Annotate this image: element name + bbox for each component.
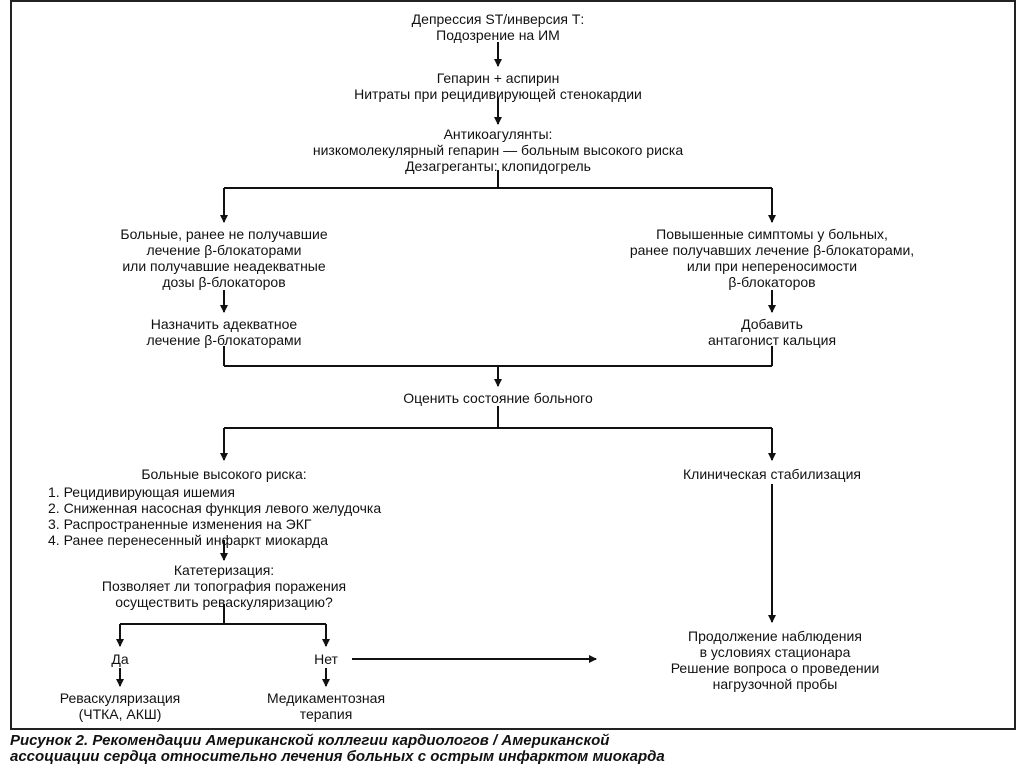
node-heparin-aspirin: Гепарин + аспирин Нитраты при рецидивиру… (354, 70, 642, 102)
list-item: 3. Распространенные изменения на ЭКГ (48, 516, 312, 532)
list-item: 2. Сниженная насосная функция левого жел… (48, 500, 382, 516)
node-no-beta-blockers: Больные, ранее не получавшие лечение β-б… (120, 226, 328, 290)
list-item: 4. Ранее перенесенный инфаркт миокарда (48, 532, 328, 548)
node-no: Нет (314, 651, 338, 667)
high-risk-list: 1. Рецидивирующая ишемия 2. Сниженная на… (48, 484, 488, 548)
node-catheterization: Катетеризация: Позволяет ли топография п… (101, 562, 347, 610)
node-drug-therapy: Медикаментозная терапия (266, 690, 386, 722)
node-increased-symptoms: Повышенные симптомы у больных, ранее пол… (629, 226, 915, 290)
node-revascularization: Реваскуляризация (ЧТКА, АКШ) (59, 690, 181, 722)
node-clinical-stabilization: Клиническая стабилизация (683, 466, 861, 482)
node-continue-observation: Продолжение наблюдения в условиях стацио… (670, 628, 880, 692)
node-add-calcium-antagonist: Добавить антагонист кальция (707, 316, 837, 348)
node-assess-patient: Оценить состояние больного (403, 390, 593, 406)
node-st-depression: Депрессия ST/инверсия Т: Подозрение на И… (411, 11, 585, 43)
node-high-risk: Больные высокого риска: (141, 466, 307, 482)
list-item: 1. Рецидивирующая ишемия (48, 484, 235, 500)
diagram-frame (10, 0, 1016, 730)
figure-caption: Рисунок 2. Рекомендации Американской кол… (10, 732, 665, 765)
node-anticoagulants: Антикоагулянты: низкомолекулярный гепари… (312, 126, 684, 174)
node-prescribe-beta-blockers: Назначить адекватное лечение β-блокатора… (146, 316, 302, 348)
node-yes: Да (111, 651, 129, 667)
